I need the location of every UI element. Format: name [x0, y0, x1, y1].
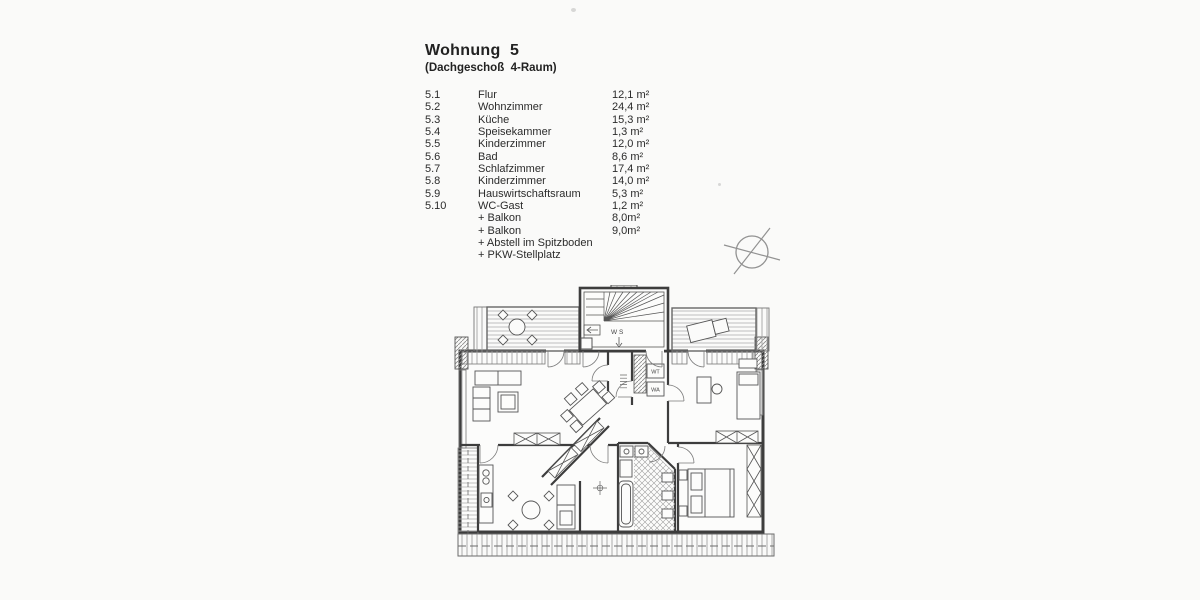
room-area: 17,4 m²	[612, 163, 650, 176]
room-row: + Balkon 9,0m²	[425, 225, 725, 237]
room-number: 5.6	[425, 150, 441, 163]
nightstand	[678, 505, 688, 517]
room-number: 5.5	[425, 138, 441, 151]
living-room-furniture	[472, 370, 522, 422]
room-number: 5.4	[425, 126, 441, 139]
room-number: 5.1	[425, 89, 441, 101]
room-row: 5.3 Küche 15,3 m²	[425, 114, 725, 126]
stair-direction-label: W S	[611, 329, 624, 336]
room-number	[425, 225, 478, 237]
room-number: 5.3	[425, 113, 441, 126]
room-area: 14,0 m²	[612, 175, 650, 188]
room-area: 9,0m²	[612, 224, 641, 237]
room-area	[612, 237, 722, 249]
room-number: 5.7	[425, 163, 441, 176]
room-number: 5.2	[425, 101, 441, 114]
room-row: + Balkon 8,0m²	[425, 212, 725, 224]
washer-box	[646, 381, 665, 397]
door-arcs	[479, 350, 705, 464]
apartment-subtitle: (Dachgeschoß 4-Raum)	[425, 62, 557, 74]
room-row: 5.8 Kinderzimmer 14,0 m²	[425, 175, 725, 187]
scan-speck	[718, 183, 721, 186]
room-name: + Balkon	[478, 224, 522, 237]
bedroom-furniture	[678, 468, 735, 518]
room-name: Küche	[478, 113, 510, 126]
room-area: 15,3 m²	[612, 113, 650, 126]
sofa	[472, 386, 491, 422]
balcony-right	[671, 307, 770, 352]
room-name: Hauswirtschaftsraum	[478, 187, 581, 200]
staircase: W S	[578, 285, 670, 354]
room-table: 5.1 Flur 12,1 m² 5.2 Wohnzimmer 24,4 m² 5.3 Küc…	[425, 89, 725, 262]
kitchen-table	[521, 500, 541, 520]
room-area: 1,2 m²	[612, 200, 644, 213]
room-name: Speisekammer	[478, 126, 552, 139]
bidet	[661, 490, 674, 501]
room-area: 24,4 m²	[612, 101, 650, 114]
room-row: 5.2 Wohnzimmer 24,4 m²	[425, 101, 725, 113]
room-name: Flur	[478, 89, 497, 101]
dining-table-group	[560, 380, 616, 434]
desk-chair	[711, 383, 723, 395]
room-number: 5.9	[425, 187, 441, 200]
room-area: 5,3 m²	[612, 187, 644, 200]
room-name: + PKW-Stellplatz	[478, 249, 561, 262]
scan-speck	[571, 8, 576, 12]
balcony-table	[497, 309, 538, 346]
desk	[696, 376, 712, 404]
roof-eaves-hatching	[454, 336, 775, 557]
balcony-left	[473, 306, 580, 352]
room-row: 5.6 Bad 8,6 m²	[425, 151, 725, 163]
room-name: Schlafzimmer	[478, 163, 545, 176]
room-row: 5.9 Hauswirtschaftsraum 5,3 m²	[425, 188, 725, 200]
dryer-box	[646, 363, 665, 379]
room-name: Wohnzimmer	[478, 101, 543, 114]
dining-table	[568, 388, 608, 426]
room-name: WC-Gast	[478, 200, 524, 213]
room-row: 5.5 Kinderzimmer 12,0 m²	[425, 138, 725, 150]
room-area: 8,0m²	[612, 212, 641, 225]
kitchen-furniture	[478, 464, 576, 531]
washer-label: WA	[651, 388, 660, 394]
room-name: Bad	[478, 150, 498, 163]
ceiling-light-symbol	[593, 481, 607, 495]
room-area: 1,3 m²	[612, 126, 644, 139]
room-number	[425, 212, 478, 224]
room-row: 5.10 WC-Gast 1,2 m²	[425, 200, 725, 212]
room-area	[612, 249, 722, 261]
room-number: 5.10	[425, 200, 447, 213]
compass-rose-icon	[720, 224, 782, 284]
nightstand	[678, 469, 688, 481]
room-name: Kinderzimmer	[478, 175, 546, 188]
bathroom	[618, 445, 675, 530]
room-area: 12,1 m²	[612, 89, 650, 101]
dryer-label: WT	[651, 370, 660, 376]
room-number: 5.8	[425, 175, 441, 188]
room-area: 8,6 m²	[612, 150, 644, 163]
toilet	[661, 472, 674, 483]
apartment-title: Wohnung 5	[425, 42, 520, 59]
room-row: + Abstell im Spitzboden	[425, 237, 725, 249]
stair-treads	[586, 291, 665, 322]
childrens-room-furniture	[696, 358, 761, 420]
room-name: Kinderzimmer	[478, 138, 546, 151]
room-number	[425, 237, 478, 249]
room-name: + Abstell im Spitzboden	[478, 237, 593, 250]
stair-direction-arrow	[615, 337, 623, 348]
room-number	[425, 249, 478, 261]
utility-room: WT WA	[620, 354, 665, 397]
floor-plan: W S	[450, 285, 782, 575]
closets	[513, 420, 762, 518]
room-row: 5.4 Speisekammer 1,3 m²	[425, 126, 725, 138]
room-name: + Balkon	[478, 212, 522, 225]
room-row: 5.7 Schlafzimmer 17,4 m²	[425, 163, 725, 175]
room-area: 12,0 m²	[612, 138, 650, 151]
balcony-lounger	[686, 317, 730, 344]
room-row: 5.1 Flur 12,1 m²	[425, 89, 725, 101]
room-row: + PKW-Stellplatz	[425, 249, 725, 261]
